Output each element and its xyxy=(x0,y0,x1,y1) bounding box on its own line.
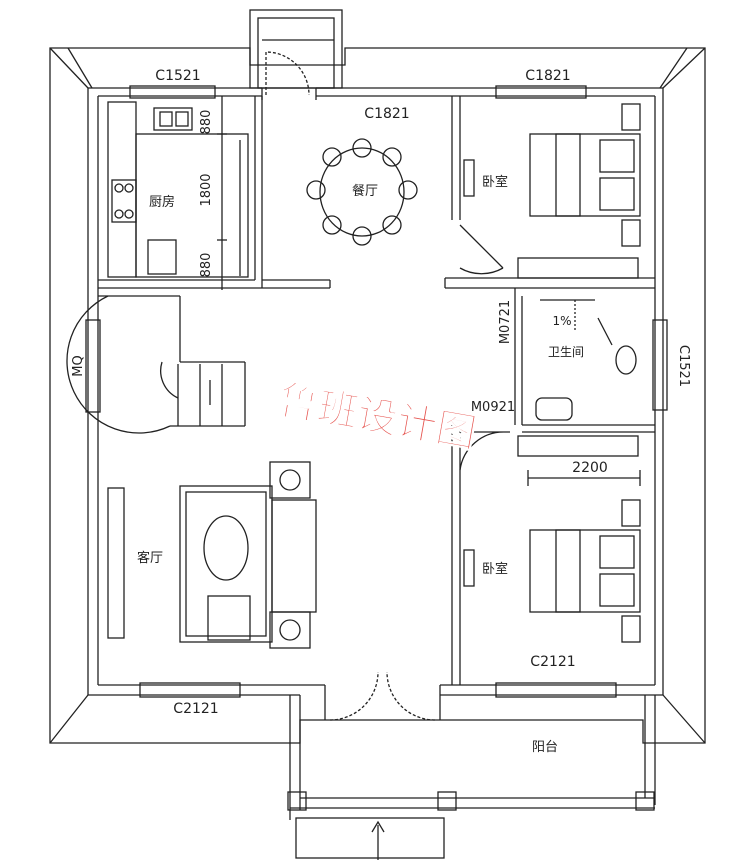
front-porch xyxy=(287,671,656,860)
window-marks xyxy=(85,85,668,698)
door-label-bathroom: M0721 xyxy=(498,300,513,344)
living-furniture xyxy=(107,461,317,649)
window-label-dining: C1821 xyxy=(364,106,409,122)
staircase xyxy=(66,295,246,434)
room-living: 客厅 xyxy=(137,550,163,566)
dimension-kitchen-bottom: 880 xyxy=(199,253,214,278)
window-label-bedroom-upper: C1821 xyxy=(525,68,570,84)
room-dining: 餐厅 xyxy=(352,183,378,199)
bedroom-upper-walls xyxy=(444,96,655,289)
dimension-kitchen-mid: 1800 xyxy=(199,173,214,206)
room-bedroom-lower: 卧室 xyxy=(482,561,508,577)
slope-label: 1% xyxy=(552,314,571,328)
bedroom-lower-walls xyxy=(451,425,641,685)
window-label-living: C2121 xyxy=(173,701,218,717)
window-label-bedroom-lower: C2121 xyxy=(530,654,575,670)
back-entrance xyxy=(249,9,343,100)
dimension-wardrobe: 2200 xyxy=(572,460,608,476)
door-label-bedroom-lower: M0921 xyxy=(471,400,515,415)
window-label-bathroom: C1521 xyxy=(676,345,691,387)
room-bathroom: 卫生间 xyxy=(548,345,584,359)
kitchen-walls xyxy=(98,96,331,290)
watermark-text: 鲁班设计图 xyxy=(275,377,480,457)
room-balcony: 阳台 xyxy=(532,740,558,755)
watermark: 鲁班设计图 xyxy=(274,377,480,458)
dining-table xyxy=(306,138,418,246)
room-bedroom-upper: 卧室 xyxy=(482,174,508,190)
bathroom-walls xyxy=(514,288,655,433)
window-label-kitchen: C1521 xyxy=(155,68,200,84)
window-label-left-wall: MQ xyxy=(71,355,86,376)
exterior-walls xyxy=(87,87,664,696)
dimension-kitchen-top: 880 xyxy=(199,110,214,135)
room-kitchen: 厨房 xyxy=(149,194,175,210)
